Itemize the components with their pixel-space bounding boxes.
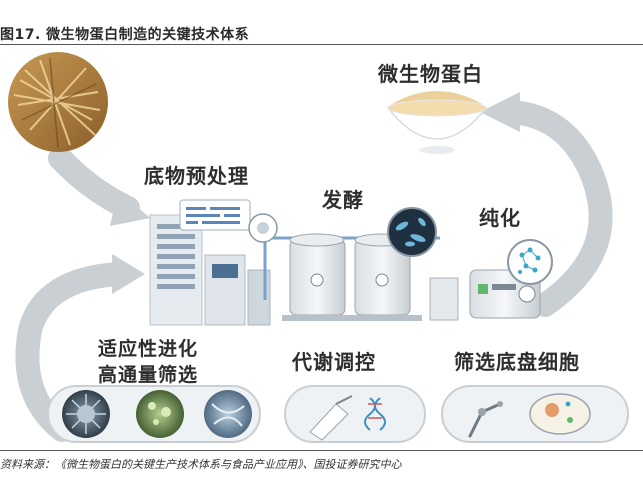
metabolic-regulation-banner bbox=[284, 385, 426, 443]
fermentation-equipment bbox=[248, 207, 440, 321]
stage-label-adaptive-evolution: 适应性进化 bbox=[98, 338, 199, 360]
stage-label-pretreatment: 底物预处理 bbox=[144, 164, 249, 188]
arrowhead-straw bbox=[110, 190, 150, 226]
figure-title: 图17. 微生物蛋白制造的关键技术体系 bbox=[0, 27, 250, 43]
stage-label-fermentation: 发酵 bbox=[322, 188, 364, 212]
arrow-heads bbox=[110, 92, 520, 294]
stage-label-metabolic-regulation: 代谢调控 bbox=[292, 350, 376, 374]
arrow-loop-left bbox=[15, 262, 132, 442]
top-divider bbox=[0, 44, 643, 45]
protein-powder-bowl bbox=[386, 91, 488, 154]
source-note: 资料来源：《微生物蛋白的关键生产技术体系与食品产业应用》、国投证券研究中心 bbox=[0, 458, 402, 471]
stage-label-product: 微生物蛋白 bbox=[378, 62, 483, 86]
stage-label-purification: 纯化 bbox=[479, 206, 521, 230]
stage-label-chassis-cell-screening: 筛选底盘细胞 bbox=[454, 350, 580, 374]
purification-equipment bbox=[429, 239, 553, 321]
pretreatment-equipment bbox=[149, 199, 271, 326]
adaptive-evolution-banner bbox=[47, 385, 261, 443]
arrowhead-product bbox=[480, 92, 520, 132]
bottom-divider bbox=[0, 450, 643, 451]
arrowhead-loop-left bbox=[112, 254, 145, 294]
arrow-purification-to-product bbox=[498, 100, 613, 317]
straw-substrate-image bbox=[8, 52, 108, 152]
stage-label-high-throughput-screening: 高通量筛选 bbox=[98, 364, 199, 386]
chassis-cell-banner bbox=[441, 385, 629, 443]
